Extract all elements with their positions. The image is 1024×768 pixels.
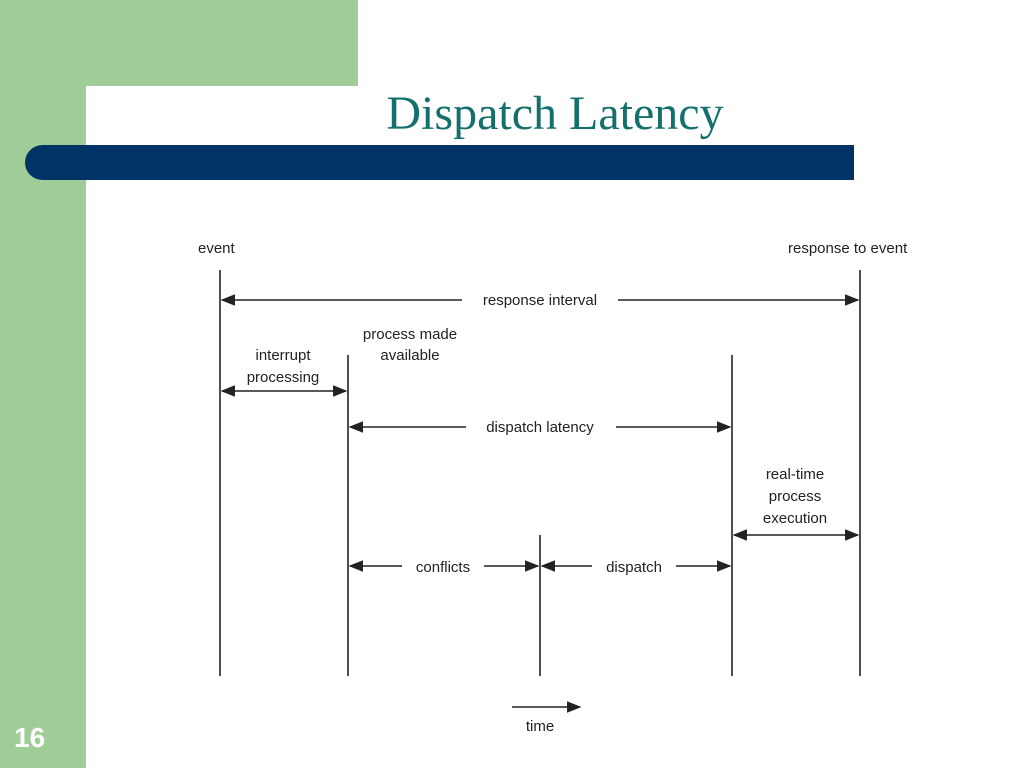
interrupt-processing-label-line2: processing (247, 369, 320, 386)
sidebar-green-band (0, 0, 86, 768)
page-number: 16 (14, 722, 46, 753)
interrupt-processing-label-line1: interrupt (255, 347, 311, 364)
process-made-available-label-line2: available (380, 347, 439, 364)
response-to-event-label: response to event (788, 240, 908, 257)
process-made-available-label-line1: process made (363, 326, 457, 343)
response-interval-label: response interval (483, 292, 597, 309)
time-axis-label: time (526, 718, 554, 735)
dispatch-latency-label: dispatch latency (486, 419, 594, 436)
event-label: event (198, 240, 236, 257)
slide-title: Dispatch Latency (386, 87, 724, 140)
dispatch-label: dispatch (606, 559, 662, 576)
real-time-label-line1: real-time (766, 466, 824, 483)
title-underline-bar (25, 145, 854, 180)
top-green-block (0, 0, 358, 86)
real-time-label-line2: process (769, 488, 822, 505)
conflicts-label: conflicts (416, 559, 470, 576)
real-time-label-line3: execution (763, 510, 827, 527)
